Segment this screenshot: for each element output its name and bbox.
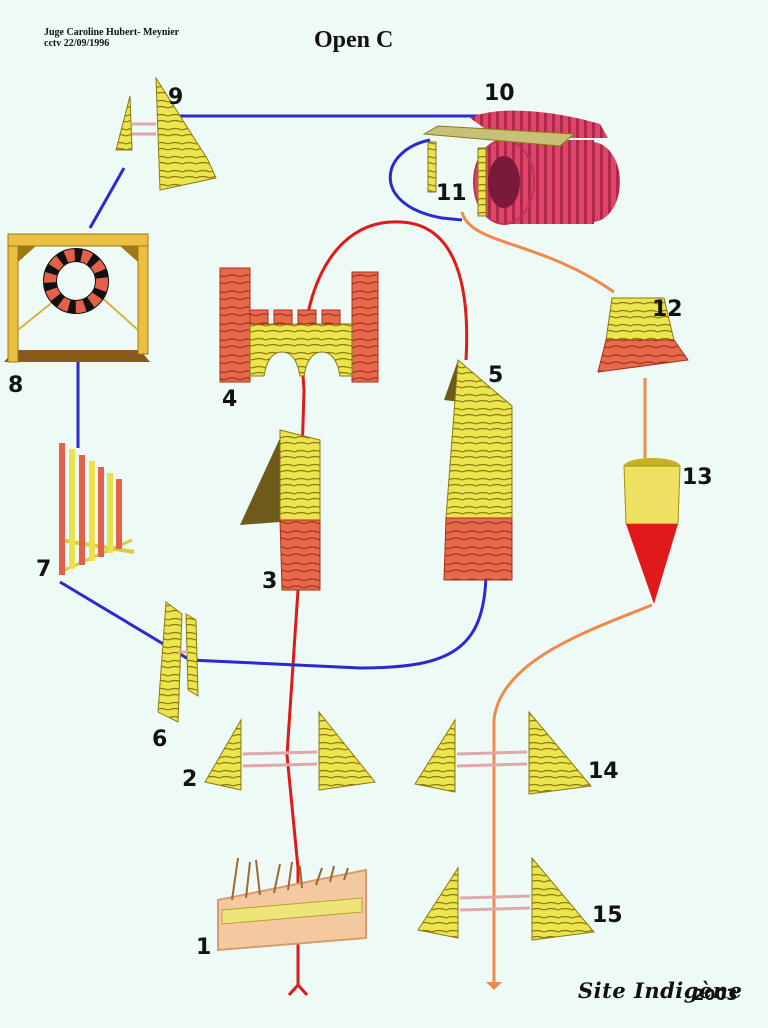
obstacle-8-tire-jump: [4, 233, 150, 363]
signature-year: 2003: [693, 985, 738, 1004]
signature-text: Site Indigène: [578, 978, 743, 1003]
obstacle-1-brush-hurdle: [217, 857, 367, 952]
obstacle-14-bar-jump: [414, 710, 592, 795]
course-path: [59, 114, 653, 997]
obstacle-6-panel-jump: [157, 601, 199, 723]
path-orange: [460, 211, 653, 982]
number-1: 1: [196, 935, 211, 960]
number-9: 9: [168, 85, 183, 110]
number-14: 14: [588, 759, 619, 784]
number-12: 12: [652, 297, 683, 322]
number-4: 4: [222, 387, 237, 412]
number-2: 2: [182, 767, 197, 792]
judge-info: Juge Caroline Hubert- Meynier cctv 22/09…: [44, 27, 179, 49]
obstacle-4-wall: [219, 267, 379, 383]
finish-arrow: [486, 982, 502, 990]
start-marker: [287, 982, 309, 997]
obstacle-13-chute: [623, 458, 681, 604]
obstacle-15-bar-jump: [417, 856, 595, 941]
number-13: 13: [682, 465, 713, 490]
obstacle-9-bar-jump: [115, 76, 217, 191]
obstacle-numbers: 1 2 3 4 5 6 7 8 9 10 11 12 13 14 15: [8, 81, 713, 960]
judge-name: Juge Caroline Hubert- Meynier: [44, 27, 180, 38]
obstacle-3-a-frame: [240, 429, 321, 591]
obstacle-10-tunnel: [470, 110, 620, 225]
number-6: 6: [152, 727, 167, 752]
number-3: 3: [262, 569, 277, 594]
number-7: 7: [36, 557, 51, 582]
obstacle-5-a-frame: [443, 358, 513, 581]
obstacle-2-bar-jump: [204, 710, 376, 791]
page-title: Open C: [314, 27, 394, 53]
path-blue: [59, 114, 488, 670]
number-15: 15: [592, 903, 623, 928]
obstacle-7-weave-poles: [59, 443, 135, 575]
number-10: 10: [484, 81, 515, 106]
number-5: 5: [488, 363, 503, 388]
obstacle-11-table: [422, 125, 576, 217]
number-11: 11: [436, 181, 467, 206]
obstacle-12-block: [597, 297, 689, 373]
event-date: cctv 22/09/1996: [44, 38, 110, 49]
number-8: 8: [8, 373, 23, 398]
